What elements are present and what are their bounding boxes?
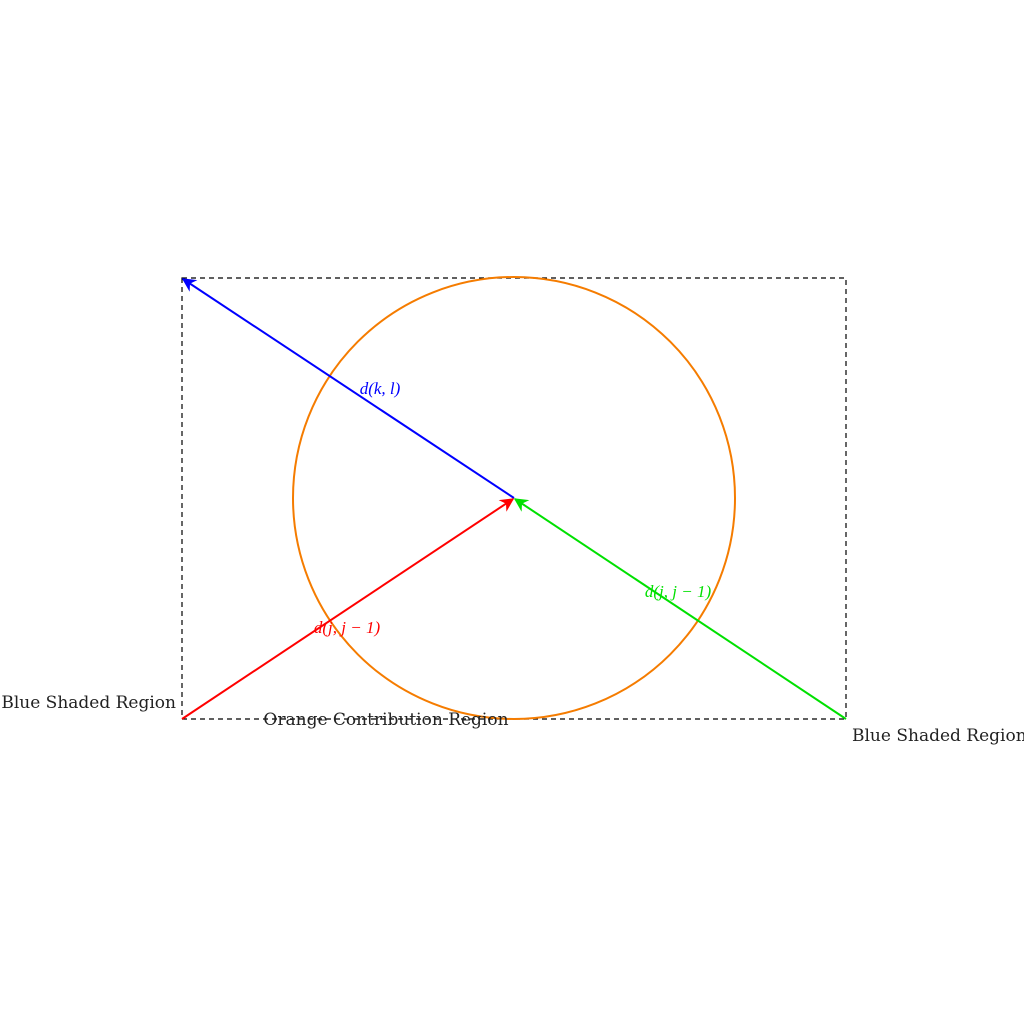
blue-vector-arrow — [181, 278, 515, 499]
green-vector-arrow — [513, 498, 847, 720]
green-vector-label: d(j, j − 1) — [645, 582, 712, 601]
bottom-region-label: Orange Contribution Region — [263, 710, 508, 730]
dashed-frame — [181, 277, 847, 720]
red-vector-label: d(j, j − 1) — [314, 618, 381, 637]
left-region-label: Blue Shaded Region — [1, 693, 176, 713]
red-vector-arrow — [181, 498, 515, 720]
right-region-label: Blue Shaded Region — [852, 726, 1024, 746]
blue-vector-label: d(k, l) — [360, 379, 401, 398]
orange-circle — [292, 276, 736, 720]
